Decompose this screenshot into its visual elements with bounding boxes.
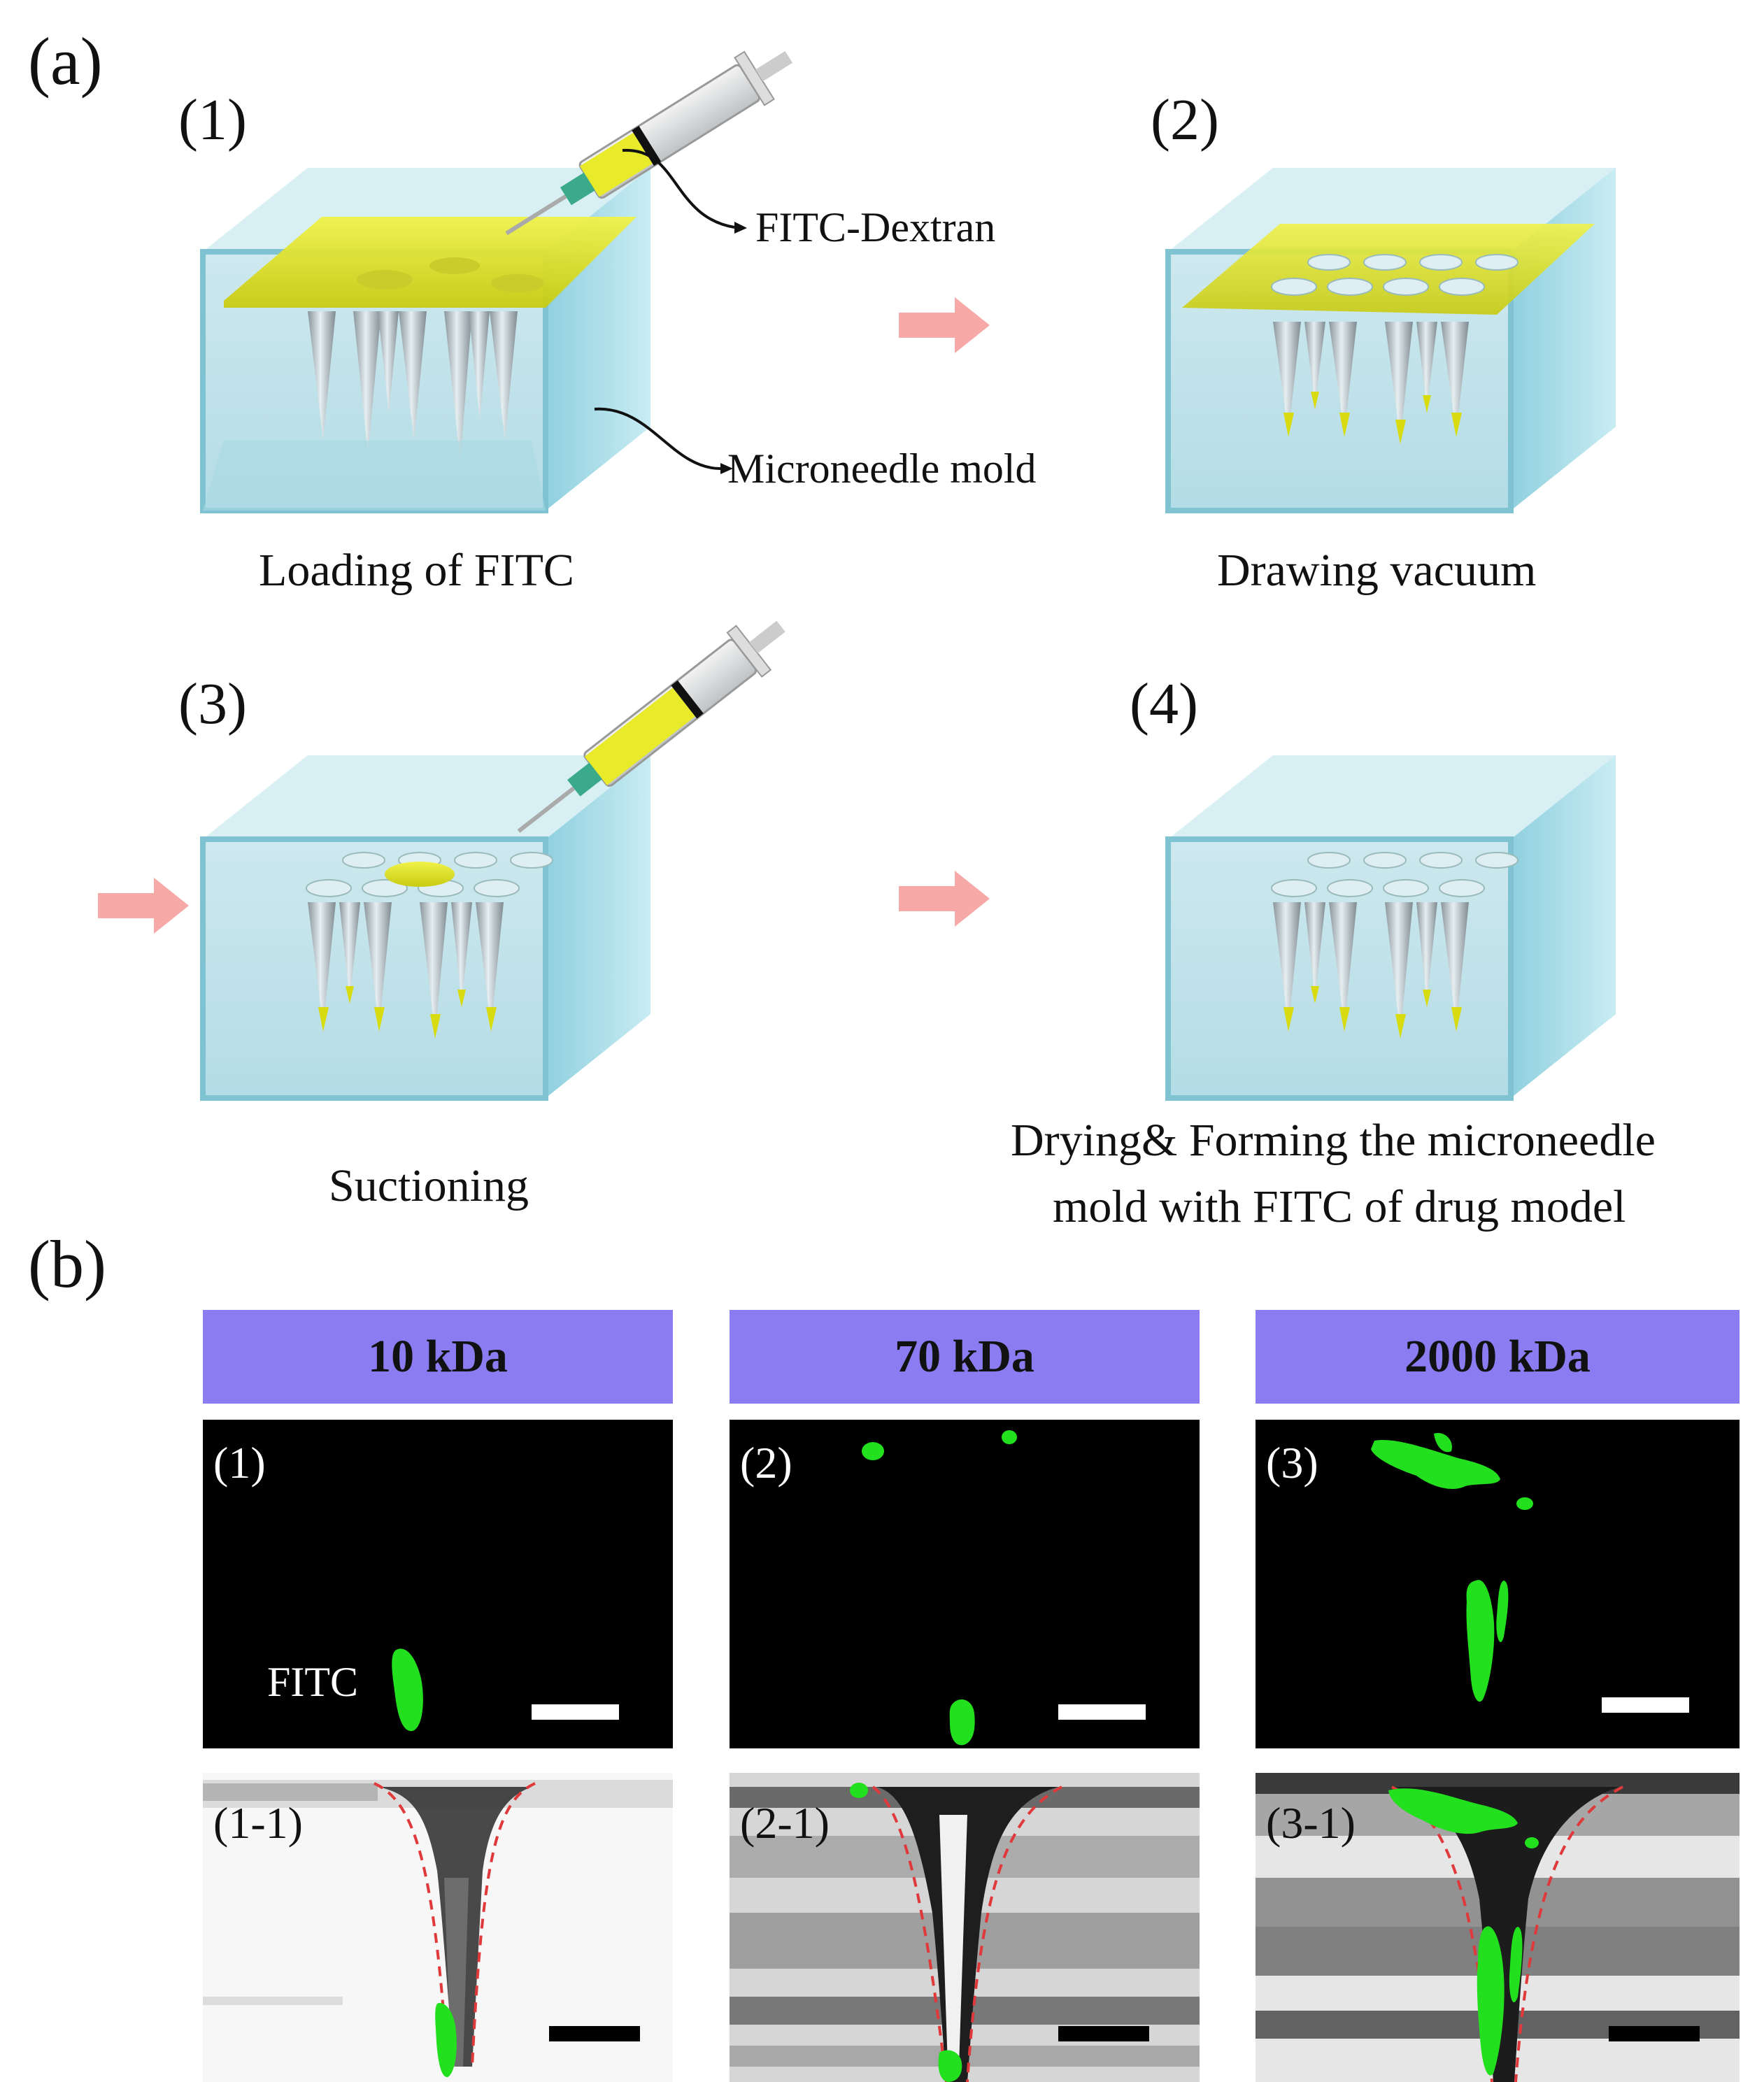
fluorescence-image-3: (3) <box>1256 1420 1740 1748</box>
column-header-3: 2000 kDa <box>1256 1310 1740 1404</box>
image-label-2-1: (2-1) <box>740 1798 830 1848</box>
image-label-3-1: (3-1) <box>1266 1798 1356 1848</box>
step-4-caption-line2: mold with FITC of drug model <box>1053 1181 1626 1232</box>
overlay-image-2: (2-1) <box>730 1773 1200 2082</box>
step-2-caption: Drawing vacuum <box>1217 545 1537 596</box>
step-1-caption: Loading of FITC <box>259 545 574 596</box>
scale-bar <box>1058 1704 1146 1720</box>
mold-illustration-2 <box>1165 168 1616 513</box>
scale-bar <box>1609 2026 1700 2041</box>
step-3-number: (3) <box>178 671 247 736</box>
callout-fitc-dextran: FITC-Dextran <box>755 204 996 250</box>
callout-microneedle-mold: Microneedle mold <box>727 445 1037 492</box>
step-3-caption: Suctioning <box>329 1160 529 1211</box>
step-4-number: (4) <box>1130 671 1198 736</box>
panel-b-label: (b) <box>28 1227 106 1302</box>
overlay-image-3: (3-1) <box>1256 1773 1740 2082</box>
step-4-caption-line1: Drying& Forming the microneedle <box>1011 1115 1656 1166</box>
arrow-icon-1 <box>899 297 990 353</box>
arrow-icon-2 <box>98 878 189 934</box>
image-label-3: (3) <box>1266 1438 1318 1488</box>
mold-illustration-3 <box>200 755 650 1101</box>
mold-illustration-1 <box>200 168 650 513</box>
overlay-image-1: (1-1) <box>203 1773 673 2082</box>
scale-bar <box>1602 1697 1689 1713</box>
step-2-number: (2) <box>1151 87 1219 152</box>
step-1-number: (1) <box>178 87 247 152</box>
column-header-2: 70 kDa <box>730 1310 1200 1404</box>
syringe-icon-1 <box>505 50 793 236</box>
image-label-1-1: (1-1) <box>213 1798 303 1848</box>
callout-lines <box>594 148 747 474</box>
image-label-1: (1) <box>213 1438 266 1488</box>
image-label-2: (2) <box>740 1438 792 1488</box>
column-header-1: 10 kDa <box>203 1310 673 1404</box>
fluorescence-image-1: (1) FITC <box>203 1420 673 1748</box>
panel-a-label: (a) <box>28 24 103 99</box>
syringe-icon-3 <box>517 620 785 833</box>
fluorescence-image-2: (2) <box>730 1420 1200 1748</box>
arrow-icon-3 <box>899 871 990 927</box>
mold-illustration-4 <box>1165 755 1616 1101</box>
scale-bar <box>532 1704 619 1720</box>
scale-bar <box>1058 2026 1149 2041</box>
scale-bar <box>549 2026 640 2041</box>
fitc-label: FITC <box>267 1659 359 1705</box>
